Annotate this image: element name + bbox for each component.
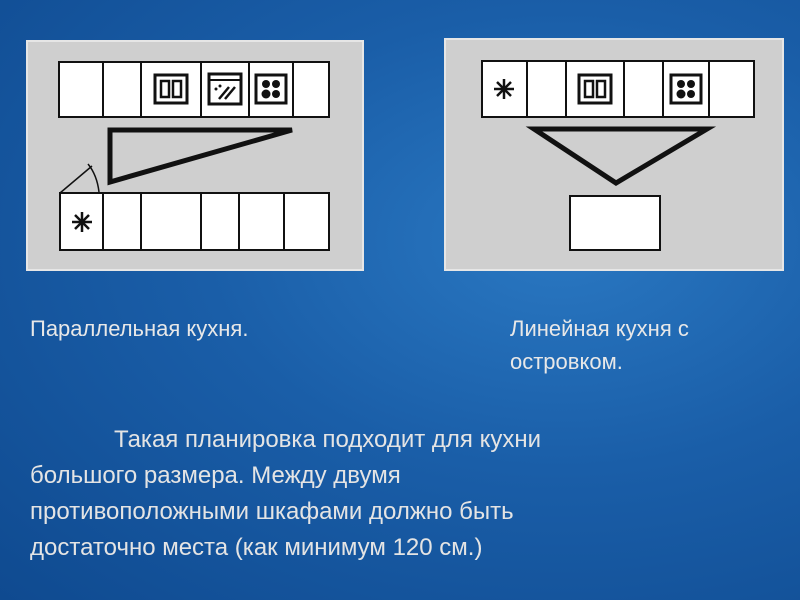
work-triangle-left (107, 127, 293, 186)
fridge-icon (492, 77, 516, 101)
cooktop-icon (254, 73, 288, 105)
dishwasher-icon (207, 72, 243, 106)
paragraph-line: Такая планировка подходит для кухни (114, 426, 542, 453)
cooktop-icon (669, 73, 703, 105)
oven-icon (153, 73, 189, 105)
left-top-cabinet-row (58, 61, 330, 118)
right-cabinet-row (481, 60, 755, 118)
fridge-icon (70, 210, 94, 234)
description-paragraph: Такая планировка подходит для кухни боль… (30, 422, 730, 566)
caption-linear-kitchen-line2: островком. (510, 349, 623, 374)
oven-icon (577, 73, 613, 105)
door-swing-arc (59, 163, 100, 194)
paragraph-line: противоположными шкафами должно быть (30, 498, 514, 525)
kitchen-island (569, 195, 661, 251)
paragraph-line: большого размера. Между двумя (30, 462, 401, 489)
left-bottom-cabinet-row (59, 192, 330, 251)
caption-linear-kitchen-line1: Линейная кухня с (510, 316, 689, 341)
paragraph-line: достаточно места (как минимум 120 см.) (30, 534, 483, 561)
caption-parallel-kitchen: Параллельная кухня. (30, 316, 249, 341)
work-triangle-right (525, 126, 717, 186)
